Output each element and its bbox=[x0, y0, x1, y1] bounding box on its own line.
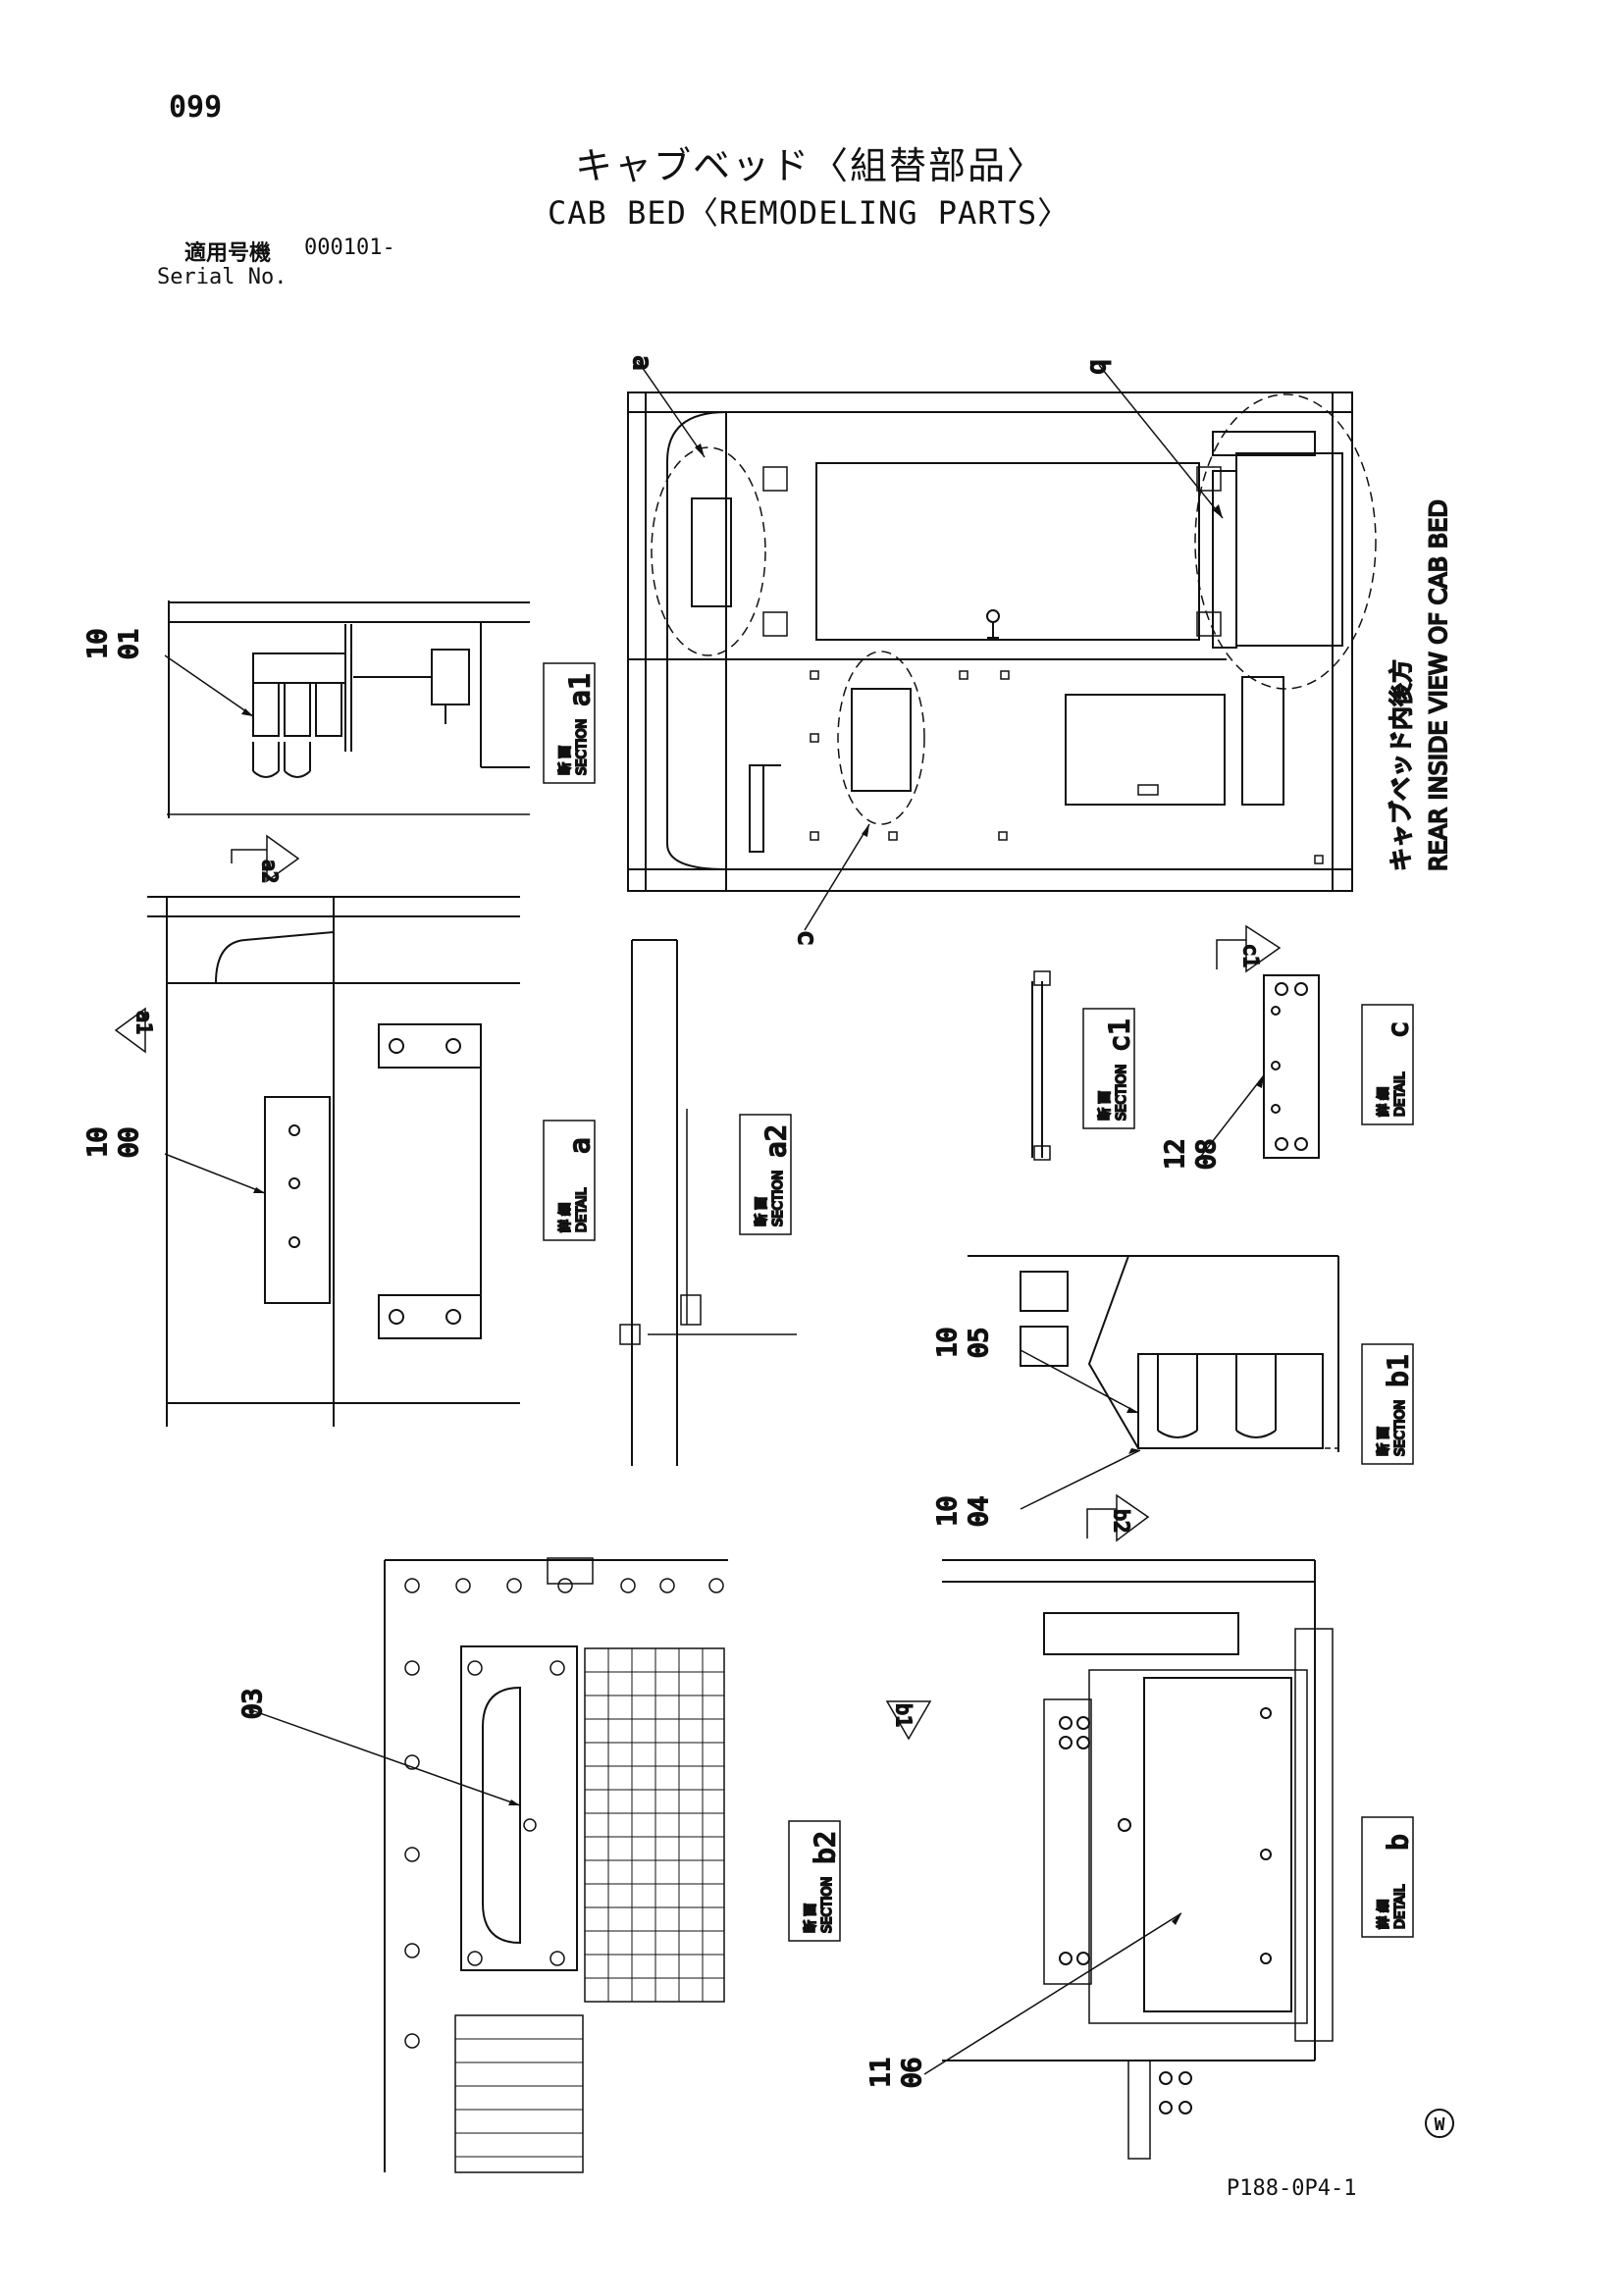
page-title-jp: キャブベッド〈組替部品〉 bbox=[575, 144, 1047, 187]
callout-a: a bbox=[627, 355, 656, 371]
arrow-label-a1: a1 bbox=[132, 1011, 156, 1034]
part-ref-10-00: 10 00 bbox=[82, 1126, 145, 1159]
svg-text:断 面: 断 面 bbox=[755, 1197, 769, 1226]
part-ref-10-04: 10 04 bbox=[932, 1495, 995, 1528]
svg-text:SECTION: SECTION bbox=[575, 719, 590, 775]
svg-text:06: 06 bbox=[898, 2058, 927, 2088]
svg-text:詳 細: 詳 細 bbox=[1376, 1900, 1391, 1929]
svg-text:03: 03 bbox=[238, 1689, 268, 1719]
section-c1-drawing bbox=[1031, 970, 1051, 1161]
svg-text:10: 10 bbox=[83, 1127, 113, 1158]
svg-text:b: b bbox=[1382, 1834, 1414, 1851]
detail-c-drawing bbox=[1194, 974, 1320, 1165]
callout-c: c bbox=[792, 930, 821, 946]
svg-text:08: 08 bbox=[1192, 1139, 1222, 1170]
section-arrow-b2 bbox=[1086, 1493, 1150, 1542]
svg-text:a1: a1 bbox=[563, 673, 596, 706]
section-arrow-a1 bbox=[114, 1007, 146, 1054]
svg-text:SECTION: SECTION bbox=[1393, 1400, 1408, 1456]
section-a1-drawing bbox=[164, 600, 530, 818]
svg-text:00: 00 bbox=[115, 1127, 144, 1158]
svg-text:05: 05 bbox=[965, 1328, 994, 1358]
section-box-a2: 断 面 SECTION a2 bbox=[739, 1114, 793, 1235]
detail-a-drawing bbox=[147, 896, 520, 1427]
svg-text:W: W bbox=[1435, 2114, 1445, 2135]
part-ref-10-01: 10 01 bbox=[82, 628, 145, 660]
svg-text:DETAIL: DETAIL bbox=[1393, 1071, 1408, 1117]
svg-text:詳 細: 詳 細 bbox=[557, 1203, 573, 1232]
callout-b: b bbox=[1084, 359, 1114, 375]
svg-text:SECTION: SECTION bbox=[1115, 1065, 1129, 1121]
svg-text:01: 01 bbox=[115, 629, 144, 659]
drawing-code: P188-0P4-1 bbox=[1227, 2176, 1357, 2201]
svg-text:b1: b1 bbox=[1382, 1354, 1414, 1387]
page-title-en: CAB BED〈REMODELING PARTS〉 bbox=[548, 194, 1071, 232]
svg-text:c1: c1 bbox=[1103, 1018, 1135, 1052]
view-title-en: REAR INSIDE VIEW OF CAB BED bbox=[1425, 499, 1452, 871]
serial-label-en: Serial No. bbox=[157, 265, 288, 289]
serial-label-jp: 適用号機 bbox=[184, 241, 272, 266]
svg-text:b2: b2 bbox=[809, 1831, 841, 1864]
part-ref-11-06: 11 06 bbox=[865, 2057, 928, 2089]
page-number: 099 bbox=[169, 90, 223, 125]
section-arrow-c1 bbox=[1216, 924, 1282, 973]
arrow-label-a2: a2 bbox=[258, 860, 282, 883]
arrow-label-b2: b2 bbox=[1110, 1509, 1133, 1533]
svg-text:04: 04 bbox=[965, 1496, 994, 1527]
svg-text:a: a bbox=[563, 1137, 596, 1154]
svg-text:12: 12 bbox=[1161, 1139, 1190, 1170]
arrow-label-b1: b1 bbox=[892, 1703, 916, 1727]
arrow-label-c1: c1 bbox=[1239, 944, 1263, 967]
svg-text:a2: a2 bbox=[759, 1124, 792, 1158]
svg-text:断 面: 断 面 bbox=[1377, 1427, 1391, 1456]
section-arrow-a2 bbox=[231, 834, 300, 883]
svg-text:DETAIL: DETAIL bbox=[1393, 1884, 1408, 1929]
section-box-b2: 断 面 SECTION b2 bbox=[788, 1820, 842, 1942]
section-box-b1: 断 面 SECTION b1 bbox=[1361, 1343, 1415, 1465]
svg-text:10: 10 bbox=[83, 629, 113, 659]
svg-text:SECTION: SECTION bbox=[771, 1171, 786, 1226]
svg-text:11: 11 bbox=[866, 2058, 896, 2088]
detail-b-drawing bbox=[923, 1559, 1334, 2160]
svg-text:DETAIL: DETAIL bbox=[575, 1187, 590, 1232]
svg-text:10: 10 bbox=[933, 1328, 963, 1358]
part-ref-12-08: 12 08 bbox=[1160, 1138, 1223, 1171]
rear-inside-view bbox=[627, 360, 1377, 931]
section-box-c1: 断 面 SECTION c1 bbox=[1082, 1008, 1136, 1129]
svg-text:10: 10 bbox=[933, 1496, 963, 1527]
detail-box-c: 詳 細 DETAIL c bbox=[1361, 1004, 1415, 1125]
part-ref-03: 03 bbox=[237, 1688, 269, 1720]
vendor-mark: W bbox=[1425, 2109, 1454, 2138]
svg-text:詳 細: 詳 細 bbox=[1376, 1087, 1391, 1117]
section-b2-drawing bbox=[242, 1557, 728, 2173]
svg-text:断 面: 断 面 bbox=[558, 746, 573, 775]
svg-text:断 面: 断 面 bbox=[1098, 1091, 1113, 1121]
section-a2-drawing bbox=[619, 939, 797, 1466]
view-title-jp: キャブベッド内後方 bbox=[1387, 659, 1415, 871]
section-b1-drawing bbox=[968, 1255, 1339, 1510]
svg-text:SECTION: SECTION bbox=[820, 1877, 835, 1933]
svg-text:断 面: 断 面 bbox=[804, 1904, 818, 1933]
serial-value: 000101- bbox=[304, 235, 395, 260]
section-arrow-b1 bbox=[885, 1700, 932, 1741]
svg-text:c: c bbox=[1382, 1021, 1414, 1038]
detail-box-b: 詳 細 DETAIL b bbox=[1361, 1816, 1415, 1938]
part-ref-10-05: 10 05 bbox=[932, 1327, 995, 1359]
detail-box-a: 詳 細 DETAIL a bbox=[543, 1120, 597, 1241]
section-box-a1: 断 面 SECTION a1 bbox=[543, 662, 597, 784]
